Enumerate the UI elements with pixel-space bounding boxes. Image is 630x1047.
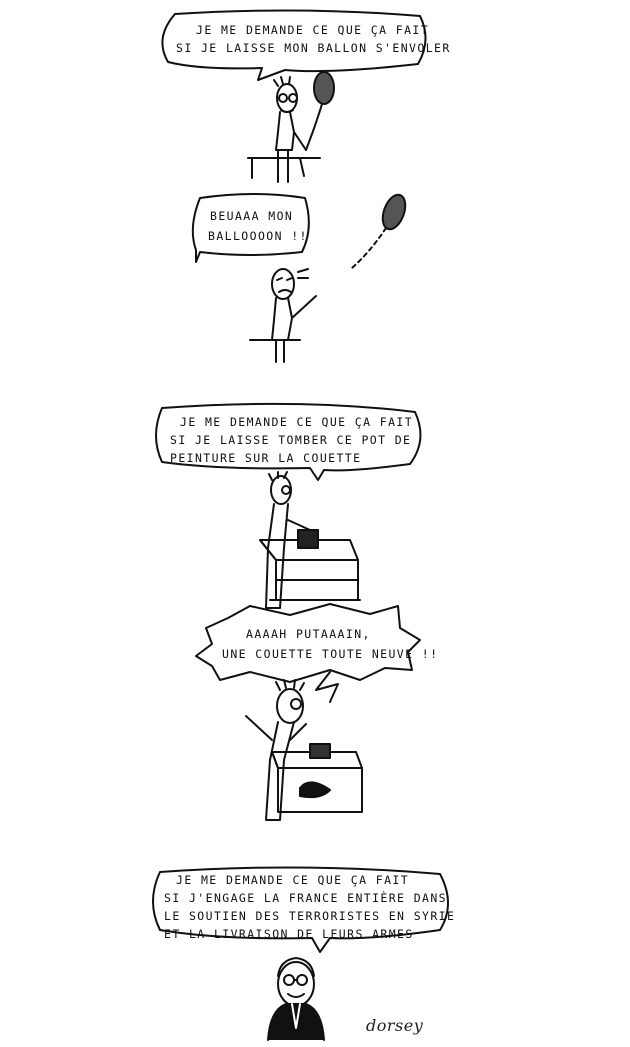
bed (259, 539, 361, 601)
bed (271, 751, 363, 813)
bubble-line: si je laisse tomber ce pot de (170, 433, 412, 447)
artist-signature: dorsey (366, 1016, 424, 1035)
speech-bubble (191, 193, 310, 263)
speech-bubble (161, 9, 427, 81)
paint-pot-icon (309, 743, 331, 759)
man-figure (267, 957, 325, 1041)
bubble-line: si je laisse mon ballon s'envoler (176, 41, 451, 55)
bubble-line: je me demande ce que ça fait (176, 873, 410, 887)
exclamation-bubble (195, 603, 421, 683)
bubble-line: si j'engage la france entière dans (164, 891, 448, 905)
speech-bubble (152, 866, 449, 953)
speech-bubble (155, 402, 422, 481)
paint-pot-icon (297, 529, 319, 549)
balloon-icon (305, 71, 335, 151)
bubble-line: peinture sur la couette (170, 451, 362, 465)
boy-figure (273, 76, 307, 183)
bubble-line: et la livraison de leurs armes (164, 927, 414, 941)
bubble-line: une couette toute neuve !! (222, 647, 439, 661)
bubble-line: balloooon !! (208, 229, 308, 243)
bubble-line: le soutien des terroristes en syrie (164, 909, 456, 923)
balloon-icon (351, 193, 407, 269)
boy-figure (245, 679, 307, 821)
bubble-line: je me demande ce que ça fait (180, 415, 414, 429)
bubble-line: beuaaa mon (210, 209, 294, 223)
bubble-line: aaaah putaaain, (246, 627, 371, 641)
boy-figure (271, 268, 317, 363)
ground-line (247, 157, 321, 179)
bubble-line: je me demande ce que ça fait (196, 23, 430, 37)
